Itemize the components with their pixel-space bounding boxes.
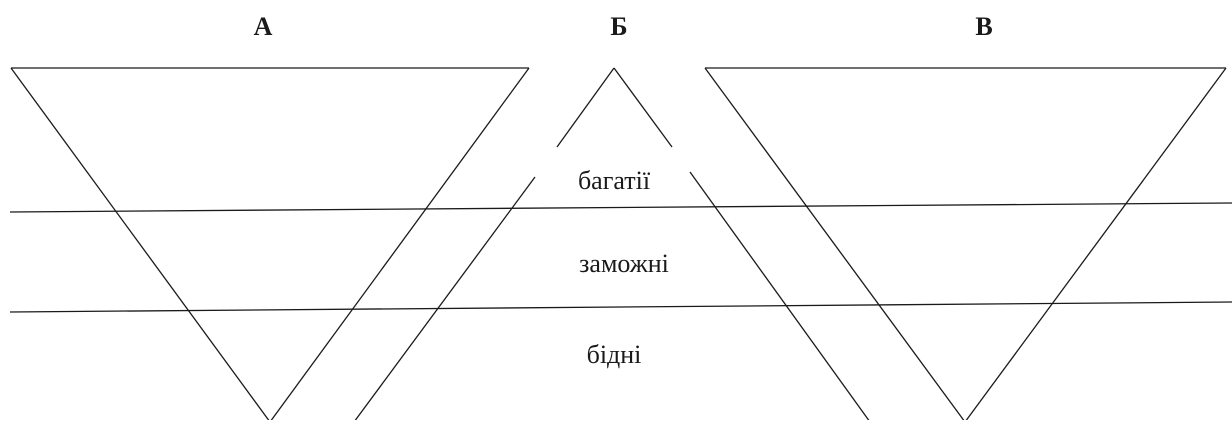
triangle-a-left-edge: [10, 67, 271, 423]
stratum-divider-lower: [9, 301, 1232, 313]
panel-label-a: А: [253, 12, 273, 41]
stratum-label-poor: бідні: [586, 340, 642, 369]
triangle-b-left-upper-edge: [556, 67, 615, 148]
stratum-label-middle: заможні: [579, 249, 669, 278]
triangle-a-right-edge: [269, 67, 530, 423]
stratum-label-rich: багатії: [577, 166, 651, 195]
triangle-b-right-lower-edge: [689, 171, 871, 423]
panel-label-v: В: [975, 12, 993, 41]
triangle-v-right-edge: [964, 67, 1227, 423]
panel-label-b: Б: [610, 12, 628, 41]
triangle-v-left-edge: [704, 67, 966, 423]
triangle-b-right-upper-edge: [613, 67, 673, 148]
triangle-b-left-lower-edge: [353, 176, 536, 423]
stratum-divider-upper: [9, 202, 1232, 213]
